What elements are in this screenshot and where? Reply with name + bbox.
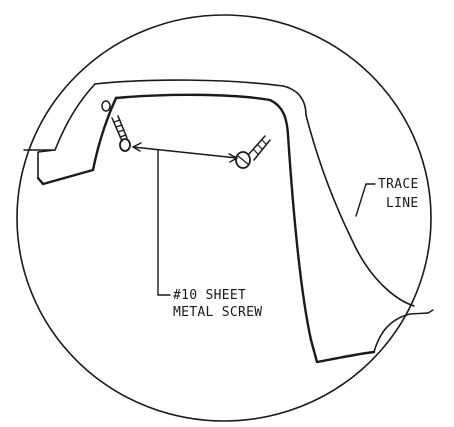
left-screw — [111, 115, 131, 152]
trace-line-leader — [355, 183, 376, 217]
trace-label-line2: LINE — [386, 196, 419, 211]
screw-head — [101, 100, 111, 112]
trace-label-line1: TRACE — [378, 177, 419, 192]
screw-label-line2: METAL SCREW — [173, 305, 262, 320]
screw-callout-arrows — [132, 142, 238, 296]
detail-circle — [16, 14, 432, 422]
cover-part — [23, 79, 434, 364]
screw-label-line1: #10 SHEET — [173, 288, 246, 303]
right-screw — [235, 135, 271, 169]
